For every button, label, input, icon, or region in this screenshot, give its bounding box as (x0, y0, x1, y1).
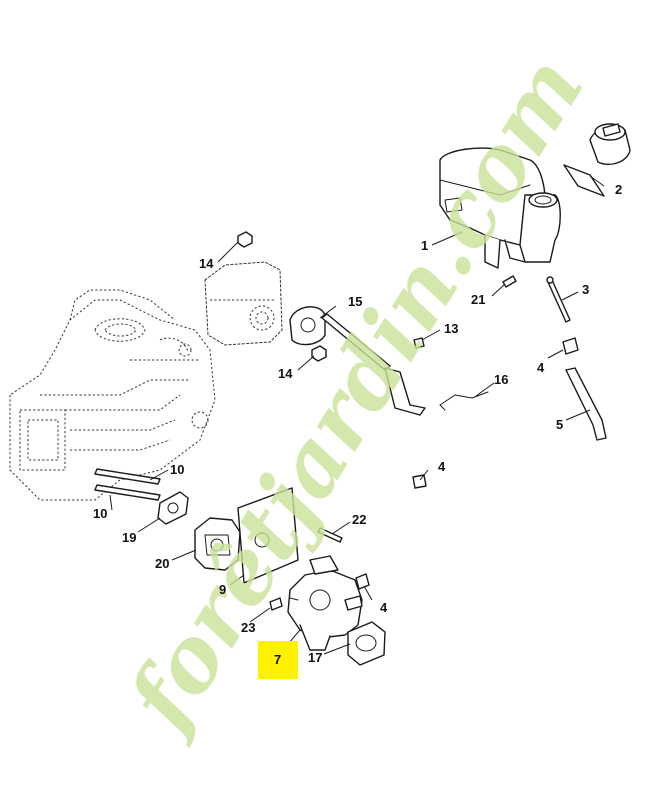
link-part-22 (317, 527, 343, 543)
engine-block (9, 289, 216, 501)
callout-10-right: 10 (170, 462, 184, 477)
callout-16: 16 (494, 372, 508, 387)
callout-5: 5 (556, 417, 563, 432)
screw-part-13 (413, 337, 425, 349)
callout-22: 22 (352, 512, 366, 527)
callout-3: 3 (582, 282, 589, 297)
callout-19: 19 (122, 530, 136, 545)
callout-4-upper: 4 (537, 360, 545, 375)
callout-7: 7 (274, 652, 281, 667)
clamp-part-4-lower (355, 573, 370, 590)
callout-2: 2 (615, 182, 622, 197)
bolt-part-21 (502, 275, 517, 288)
fuel-cap-part-2 (563, 123, 631, 197)
link-rod-part-16 (439, 391, 489, 411)
callout-1: 1 (421, 238, 428, 253)
callout-10-left: 10 (93, 506, 107, 521)
callout-15: 15 (348, 294, 362, 309)
fuel-tank-part-1 (439, 147, 561, 269)
callout-14-lower: 14 (278, 366, 293, 381)
heat-shield-part-9 (237, 487, 299, 584)
air-filter-housing (204, 261, 283, 346)
callout-14-upper: 14 (199, 256, 214, 271)
callout-4-lower: 4 (380, 600, 388, 615)
studs-part-10 (94, 468, 161, 501)
gasket-part-19 (157, 491, 189, 525)
callout-23: 23 (241, 620, 255, 635)
highlight-box-part-7 (258, 641, 298, 679)
gasket-part-17 (347, 621, 386, 666)
screw-part-23 (269, 597, 283, 611)
governor-bracket-part-15 (289, 306, 426, 416)
clamp-part-4-middle (412, 474, 427, 489)
fuel-hose-part-5 (565, 367, 607, 441)
callout-9: 9 (219, 582, 226, 597)
nut-part-14-upper (237, 231, 253, 248)
nut-part-14-lower (311, 345, 327, 362)
clamp-part-4-upper (562, 337, 579, 355)
leader-lines (109, 175, 605, 655)
callout-17: 17 (308, 650, 322, 665)
callout-20: 20 (155, 556, 169, 571)
callout-4-middle: 4 (438, 459, 446, 474)
carburetor-part-7 (287, 555, 363, 651)
spacer-part-20 (194, 517, 241, 571)
callout-21: 21 (471, 292, 485, 307)
callout-13: 13 (444, 321, 458, 336)
callout-labels: 1 2 3 4 5 4 14 15 14 13 21 16 10 10 19 2… (93, 182, 622, 667)
fuel-pipe-part-3 (546, 276, 571, 323)
